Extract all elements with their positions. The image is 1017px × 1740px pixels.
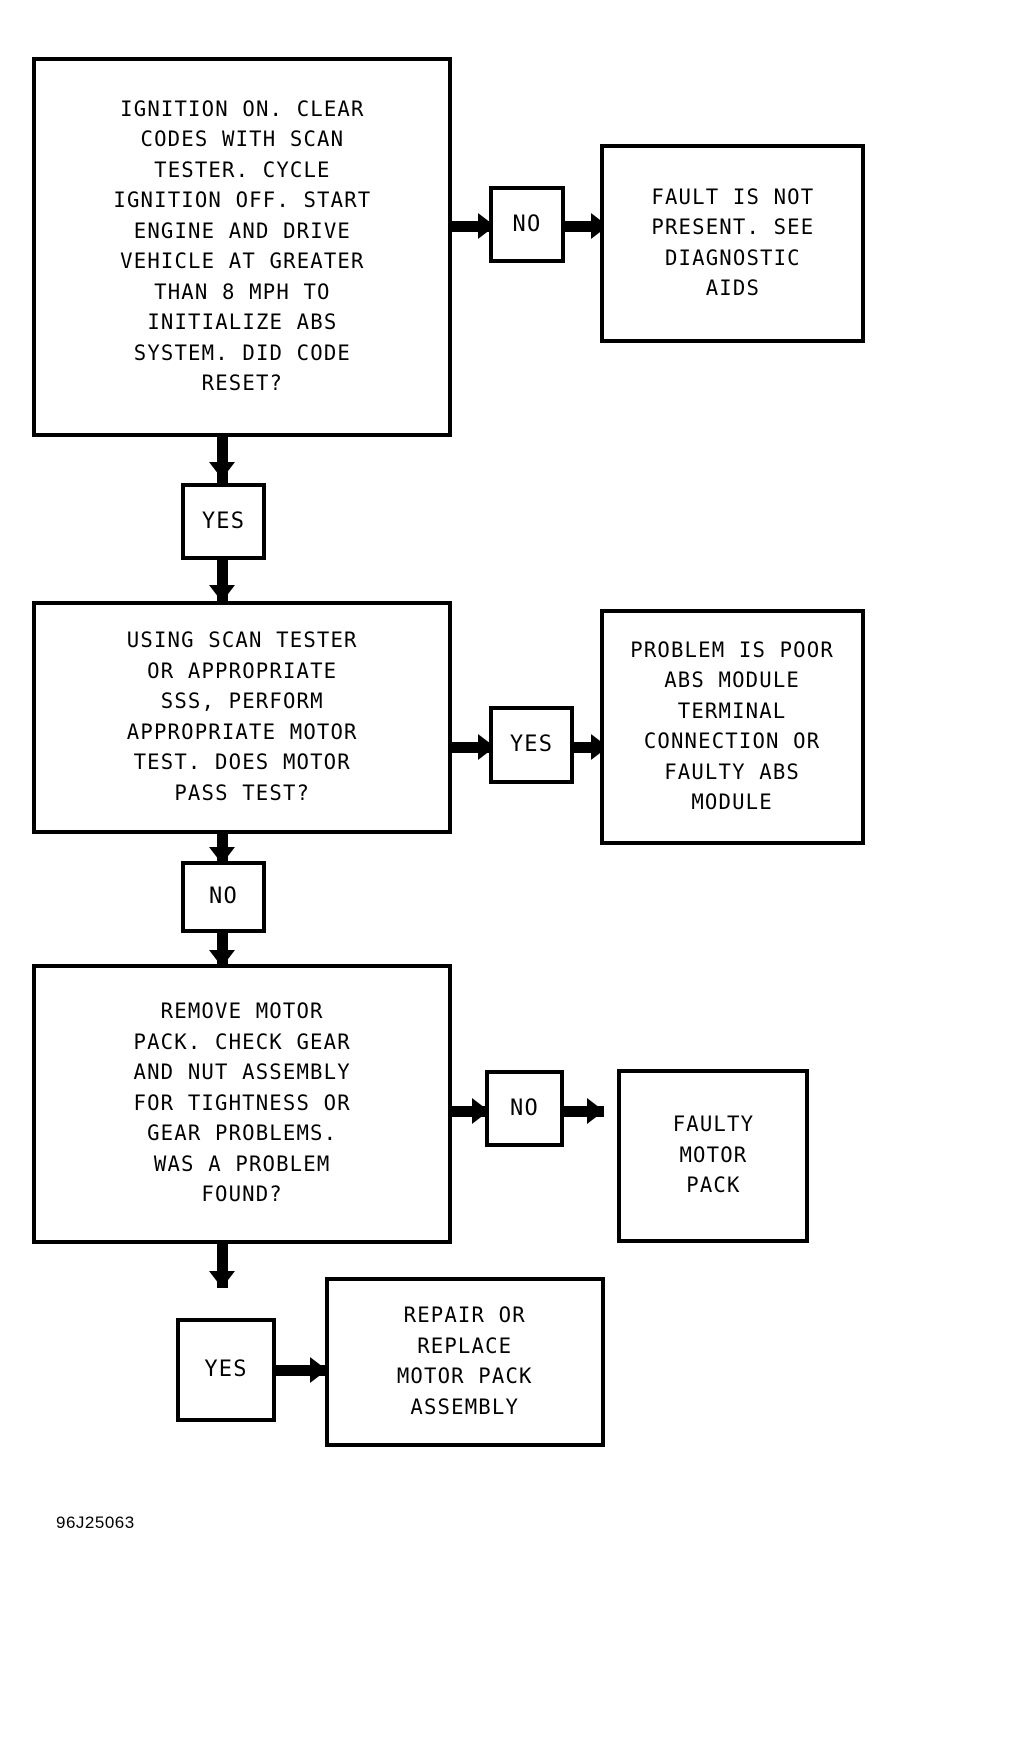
process-box-step3-text: REMOVE MOTOR PACK. CHECK GEAR AND NUT AS… xyxy=(133,999,351,1208)
result-box-fault-not-present: FAULT IS NOT PRESENT. SEE DIAGNOSTIC AID… xyxy=(600,144,865,343)
process-box-step1-text: IGNITION ON. CLEAR CODES WITH SCAN TESTE… xyxy=(113,96,371,397)
process-box-step2-text: USING SCAN TESTER OR APPROPRIATE SSS, PE… xyxy=(126,628,358,806)
arrowhead-no2-to-step3 xyxy=(209,950,235,967)
decision-label-yes1: YES xyxy=(181,483,266,560)
process-box-step3: REMOVE MOTOR PACK. CHECK GEAR AND NUT AS… xyxy=(32,964,452,1244)
decision-label-no1: NO xyxy=(489,186,565,263)
arrowhead-step3-to-yes3 xyxy=(209,1271,235,1288)
decision-label-yes2: YES xyxy=(489,706,574,784)
decision-label-yes1-text: YES xyxy=(201,508,246,534)
arrowhead-step3-to-no3 xyxy=(472,1098,489,1124)
decision-label-no1-text: NO xyxy=(512,211,542,237)
decision-label-no3-text: NO xyxy=(510,1095,539,1121)
arrowhead-yes3-to-result4 xyxy=(310,1357,327,1383)
process-box-step1: IGNITION ON. CLEAR CODES WITH SCAN TESTE… xyxy=(32,57,452,437)
decision-label-no2: NO xyxy=(181,861,266,933)
result-box-faulty-motor-pack-text: FAULTY MOTOR PACK xyxy=(672,1112,754,1199)
decision-label-no2-text: NO xyxy=(209,884,238,909)
result-box-abs-module: PROBLEM IS POOR ABS MODULE TERMINAL CONN… xyxy=(600,609,865,845)
connector-step3-to-yes3 xyxy=(217,1244,228,1288)
arrowhead-yes1-to-step2 xyxy=(209,585,235,602)
figure-code-caption: 96J25063 xyxy=(56,1513,135,1532)
decision-label-yes3-text: YES xyxy=(204,1357,248,1382)
connector-no3-to-result3 xyxy=(564,1106,604,1117)
connector-step1-to-yes1 xyxy=(217,437,228,484)
process-box-step2: USING SCAN TESTER OR APPROPRIATE SSS, PE… xyxy=(32,601,452,834)
decision-label-yes2-text: YES xyxy=(509,732,554,757)
connector-yes3-to-result4 xyxy=(276,1365,328,1376)
connector-yes1-to-step2 xyxy=(217,560,228,604)
connector-step3-to-no3 xyxy=(452,1106,488,1117)
decision-label-no3: NO xyxy=(485,1070,564,1147)
arrowhead-step1-to-yes1 xyxy=(209,462,235,479)
connector-step2-to-yes2 xyxy=(452,742,496,753)
result-box-repair-replace-text: REPAIR OR REPLACE MOTOR PACK ASSEMBLY xyxy=(397,1303,533,1420)
arrowhead-no3-to-result3 xyxy=(587,1098,604,1124)
connector-no1-to-result1 xyxy=(565,221,608,232)
result-box-repair-replace: REPAIR OR REPLACE MOTOR PACK ASSEMBLY xyxy=(325,1277,605,1447)
arrowhead-step2-to-no2 xyxy=(209,847,235,864)
connector-step1-to-no1 xyxy=(452,221,496,232)
result-box-faulty-motor-pack: FAULTY MOTOR PACK xyxy=(617,1069,809,1243)
result-box-fault-not-present-text: FAULT IS NOT PRESENT. SEE DIAGNOSTIC AID… xyxy=(651,184,814,302)
decision-label-yes3: YES xyxy=(176,1318,276,1422)
result-box-abs-module-text: PROBLEM IS POOR ABS MODULE TERMINAL CONN… xyxy=(630,637,835,816)
